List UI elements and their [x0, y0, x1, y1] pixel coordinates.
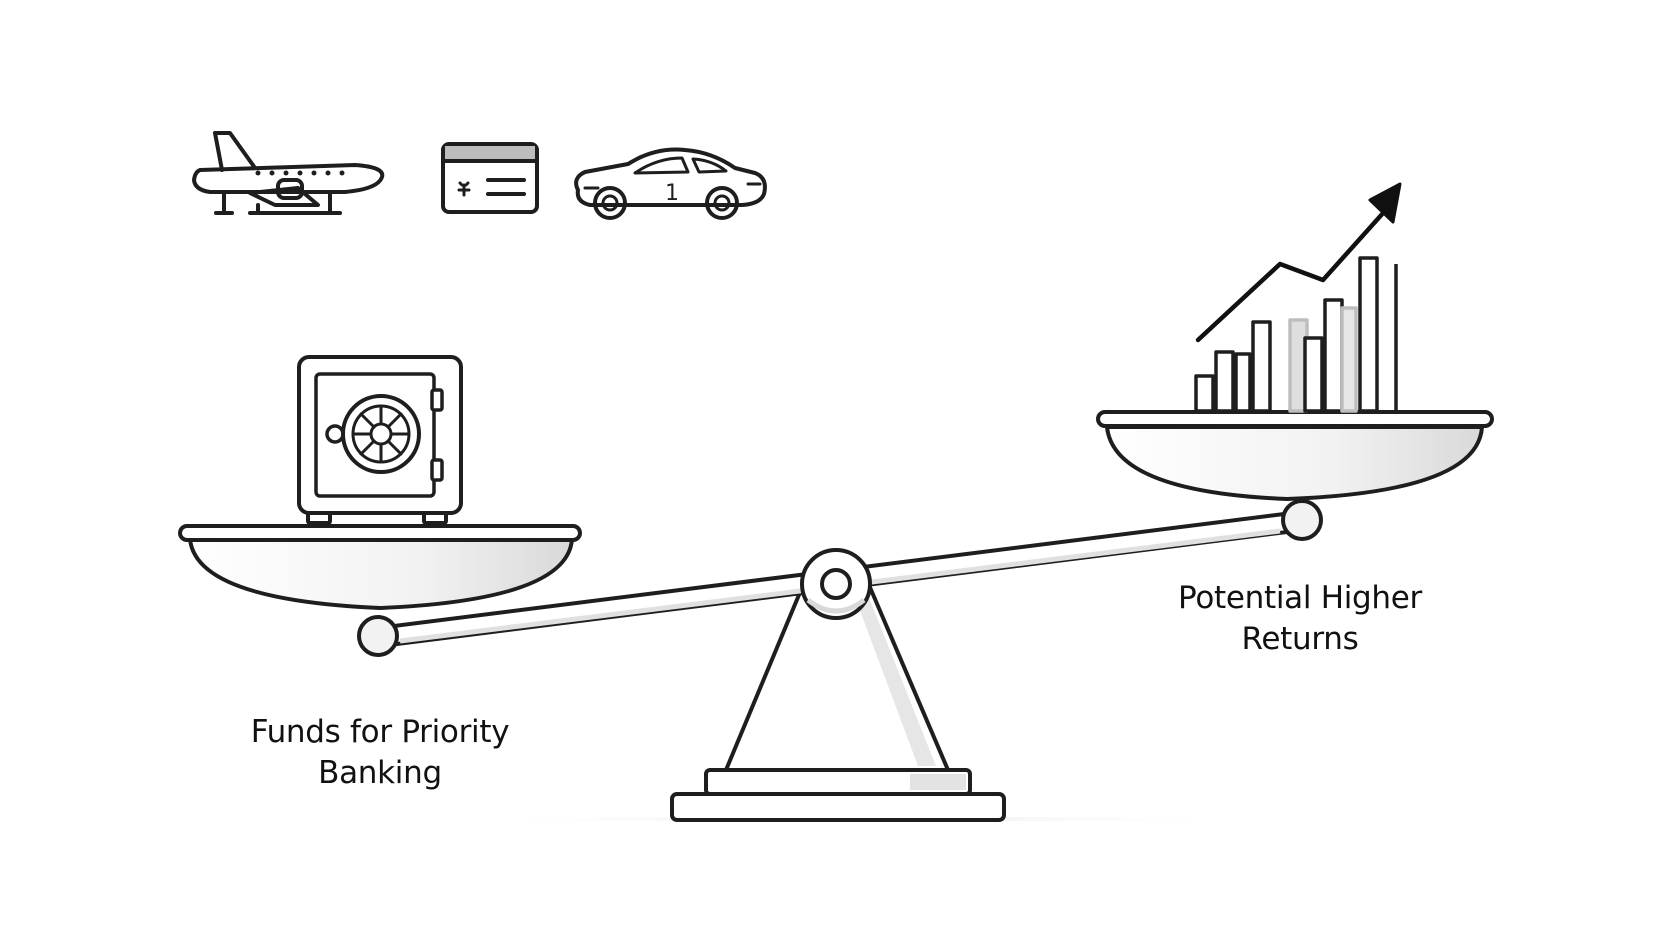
right-knob — [1281, 499, 1323, 541]
right-label: Potential Higher Returns — [1100, 578, 1500, 660]
growth-bar — [1303, 336, 1324, 413]
left-label-line1: Funds for Priority — [250, 714, 510, 750]
growth-bar — [1234, 352, 1252, 413]
left-knob — [357, 615, 399, 657]
growth-chart-icon — [1194, 182, 1402, 413]
airplane-windows — [255, 170, 345, 176]
growth-bar — [1251, 320, 1272, 413]
left-pan — [178, 524, 582, 610]
right-label-line1: Potential Higher — [1178, 580, 1422, 616]
growth-arrow-head — [1368, 182, 1402, 224]
left-label: Funds for Priority Banking — [180, 712, 580, 794]
card-icon — [441, 142, 539, 214]
scale-base — [670, 768, 1006, 822]
car-plate-number: 1 — [665, 181, 679, 206]
right-pan — [1096, 410, 1494, 501]
right-label-line2: Returns — [1241, 621, 1359, 657]
airplane-icon — [192, 131, 385, 215]
safe-icon — [297, 355, 463, 525]
growth-bar — [1358, 256, 1379, 413]
growth-bar — [1323, 298, 1344, 413]
car-icon: 1 — [574, 147, 767, 220]
growth-bar — [1340, 306, 1358, 413]
growth-arrow-line — [1195, 209, 1387, 343]
growth-bar — [1214, 350, 1235, 413]
pivot — [800, 548, 872, 620]
growth-bar — [1194, 374, 1215, 413]
airplane-engine — [276, 178, 304, 200]
left-label-line2: Banking — [318, 755, 442, 791]
